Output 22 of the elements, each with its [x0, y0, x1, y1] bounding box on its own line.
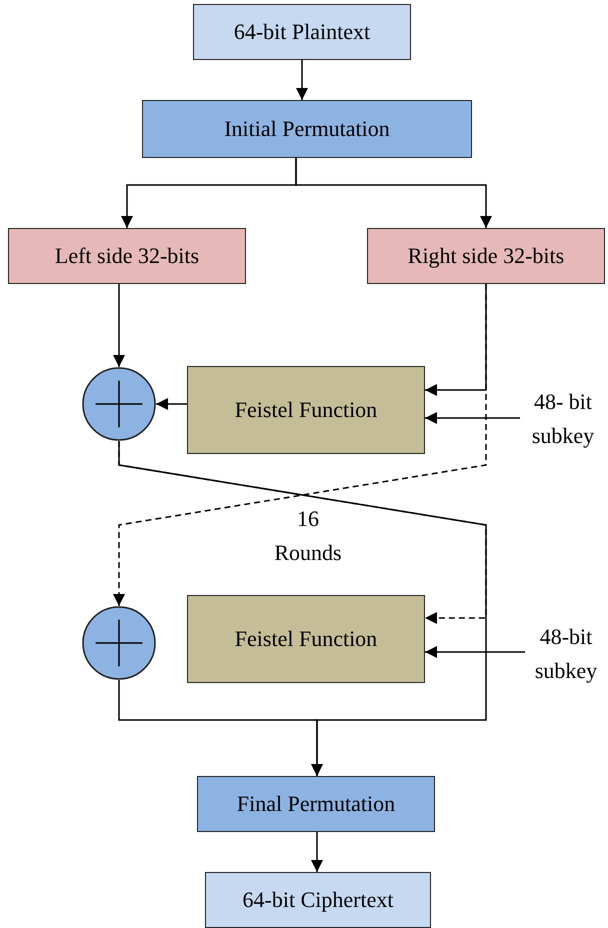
xor-symbol	[82, 606, 156, 680]
function-box: Feistel Function	[187, 366, 425, 454]
arrow	[295, 158, 492, 228]
arrow	[113, 284, 125, 367]
arrow	[113, 284, 487, 606]
arrow	[296, 60, 308, 100]
arrow	[425, 412, 520, 424]
output-box: 64-bit Ciphertext	[205, 872, 431, 928]
permutation-box: Initial Permutation	[142, 100, 472, 158]
permutation-box: Final Permutation	[197, 776, 435, 832]
xor-symbol	[82, 367, 156, 441]
round-count-note: 16 Rounds	[273, 505, 343, 567]
arrow	[118, 441, 487, 776]
subkey-label: 48-bit subkey	[525, 620, 607, 688]
arrow	[425, 646, 525, 658]
function-box: Feistel Function	[187, 595, 425, 683]
input-box: 64-bit Plaintext	[193, 4, 411, 60]
arrow	[311, 832, 323, 872]
subkey-label: 48- bit subkey	[520, 385, 606, 453]
arrow	[156, 398, 187, 410]
half-block-box: Right side 32-bits	[367, 228, 605, 284]
half-block-box: Left side 32-bits	[8, 228, 246, 284]
